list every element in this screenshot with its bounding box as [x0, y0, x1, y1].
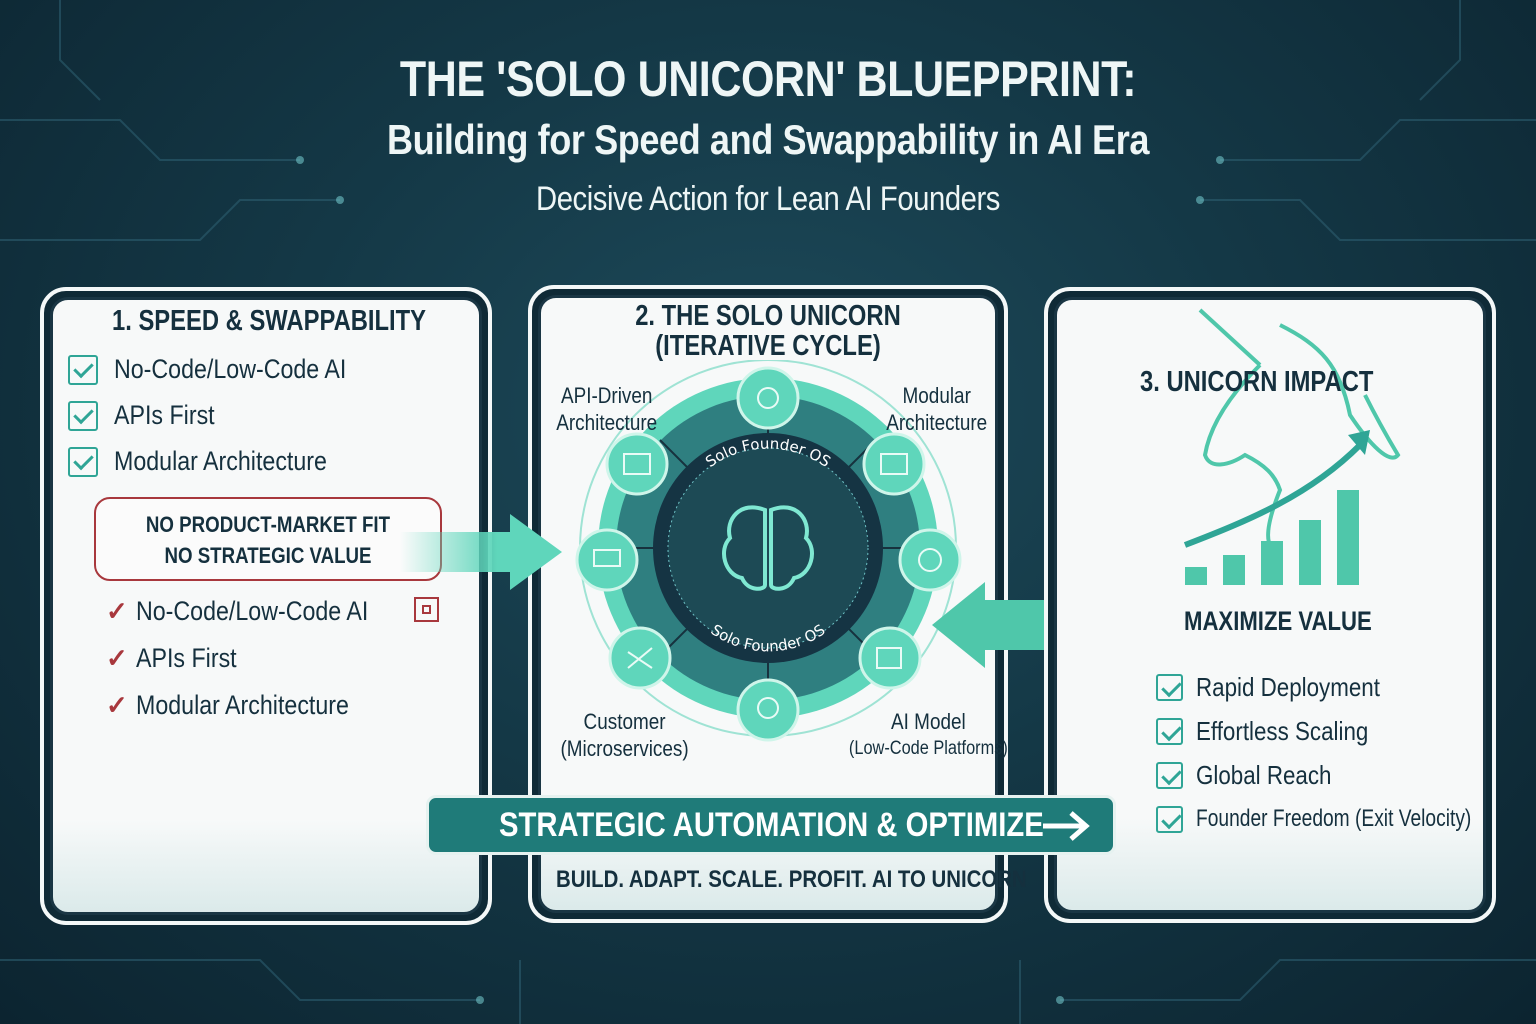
checklist-item: No-Code/Low-Code AI — [114, 354, 347, 384]
checkbox-icon — [1156, 762, 1183, 789]
arrow-right-icon — [1043, 811, 1090, 841]
panel3-heading: 3. UNICORN IMPACT — [1140, 366, 1374, 398]
square-icon — [414, 597, 439, 622]
page-title: THE 'SOLO UNICORN' BLUEPPRINT: — [399, 51, 1137, 107]
checkbox-icon — [1156, 806, 1183, 833]
panel1-heading: 1. SPEED & SWAPPABILITY — [112, 305, 427, 337]
tick-item: No-Code/Low-Code AI — [136, 596, 369, 626]
node-icon-bottom — [736, 678, 800, 742]
checklist-item: Rapid Deployment — [1196, 672, 1380, 702]
check-icon: ✓ — [106, 596, 128, 626]
panel2-heading-sub: (ITERATIVE CYCLE) — [655, 330, 881, 362]
cycle-diagram: Solo Founder OS Solo Founder OS — [575, 360, 962, 742]
warning-line: NO STRATEGIC VALUE — [164, 543, 372, 568]
checkbox-icon — [1156, 718, 1183, 745]
panel-unicorn-impact — [1044, 287, 1496, 923]
checkbox-icon — [68, 401, 98, 431]
strategic-automation-banner: STRATEGIC AUTOMATION & OPTIMIZE — [426, 795, 1116, 855]
checklist-item: Founder Freedom (Exit Velocity) — [1196, 805, 1472, 832]
node-icon-bottom-right — [858, 626, 922, 690]
panel2-heading: 2. THE SOLO UNICORN — [635, 300, 901, 332]
check-icon: ✓ — [106, 643, 128, 673]
checkbox-icon — [1156, 674, 1183, 701]
node-icon-top-left — [605, 432, 669, 496]
page-tagline: Decisive Action for Lean AI Founders — [536, 180, 1000, 218]
arrow-right-icon — [400, 514, 562, 590]
label-ai-model: AI Model(Low-Code Platforms) — [848, 709, 1008, 759]
checkbox-icon — [68, 355, 98, 385]
node-icon-top-right — [862, 432, 926, 496]
arrow-left-icon — [932, 582, 1045, 668]
panel3-subheading: MAXIMIZE VALUE — [1184, 606, 1372, 636]
tick-item: Modular Architecture — [136, 690, 349, 720]
warning-line: NO PRODUCT-MARKET FIT — [145, 512, 391, 537]
unicorn-growth-icon — [1183, 308, 1401, 585]
checkbox-icon — [68, 447, 98, 477]
brain-icon — [722, 505, 814, 591]
page-subtitle: Building for Speed and Swappability in A… — [386, 116, 1149, 163]
checklist-item: APIs First — [114, 400, 215, 430]
node-icon-left — [575, 528, 639, 592]
tick-item: APIs First — [136, 643, 237, 673]
check-icon: ✓ — [106, 690, 128, 720]
checklist-item: Global Reach — [1196, 760, 1332, 790]
motto: BUILD. ADAPT. SCALE. PROFIT. AI TO UNICO… — [556, 866, 1027, 893]
node-icon-top — [736, 366, 800, 430]
checklist-item: Modular Architecture — [114, 446, 327, 476]
banner-label: STRATEGIC AUTOMATION & OPTIMIZE — [499, 806, 1044, 844]
node-icon-right — [898, 528, 962, 592]
panel-speed-swappability — [40, 287, 492, 925]
label-customer: Customer(Microservices) — [560, 709, 689, 761]
warning-box: NO PRODUCT-MARKET FIT NO STRATEGIC VALUE — [94, 497, 442, 581]
checklist-item: Effortless Scaling — [1196, 716, 1369, 746]
